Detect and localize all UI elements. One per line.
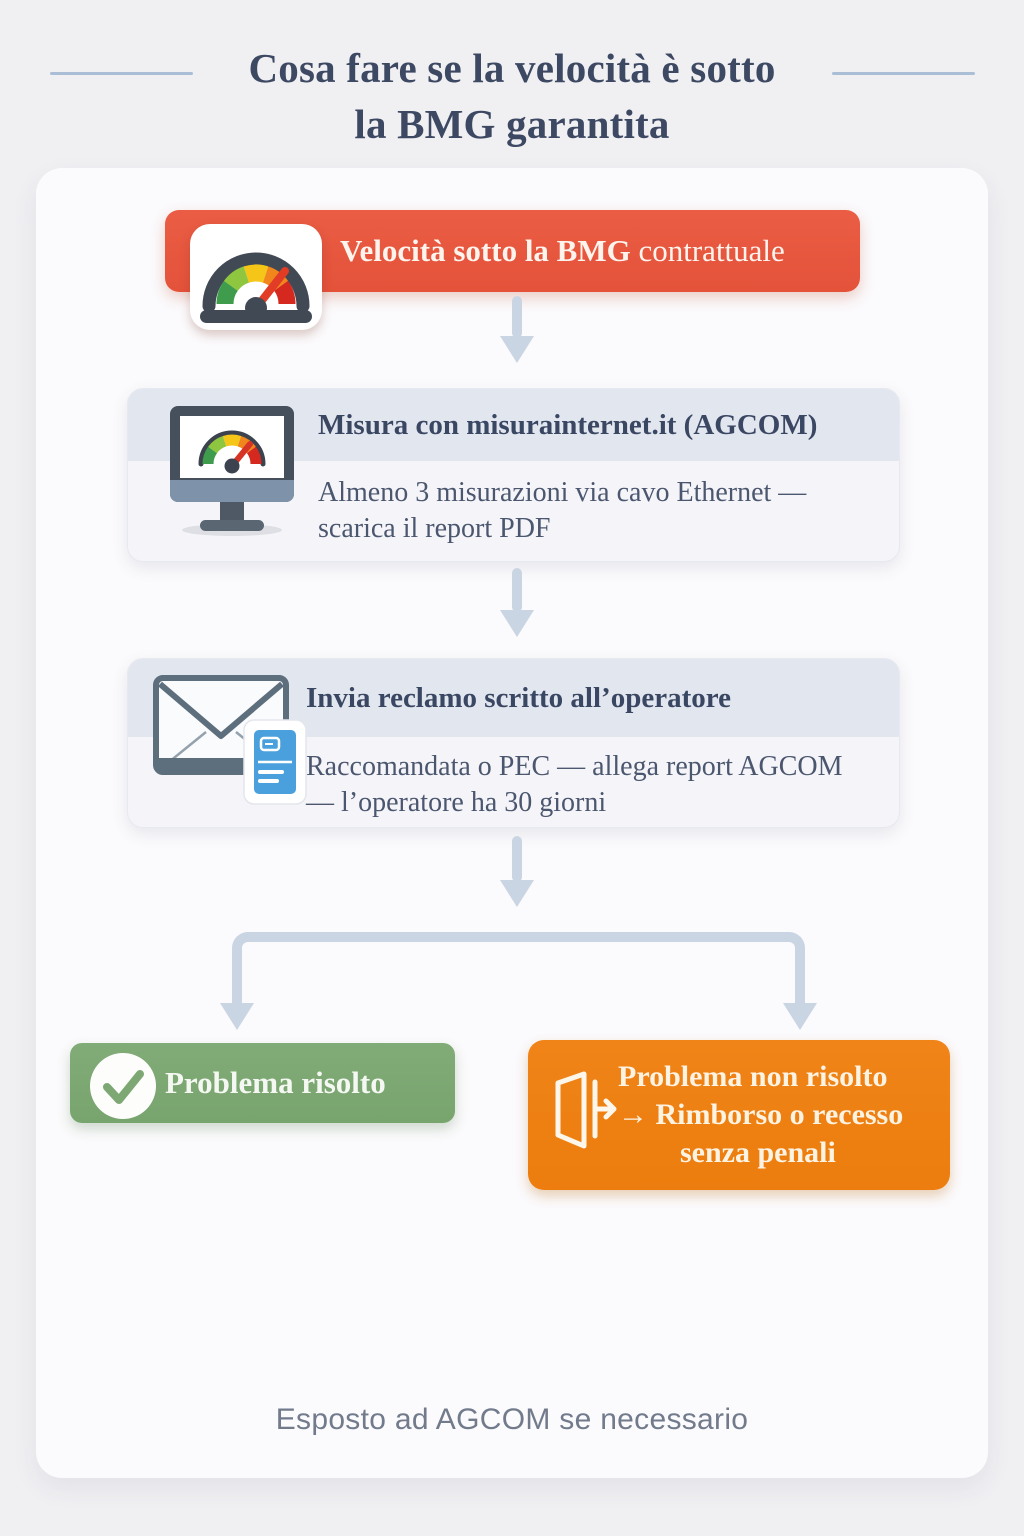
- step-card-complaint: Invia reclamo scritto all’operatore Racc…: [127, 658, 900, 828]
- step-body-line: scarica il report PDF: [318, 513, 551, 544]
- page-title-line2: la BMG garantita: [354, 101, 670, 147]
- outcome-unresolved-line3: senza penali: [680, 1136, 836, 1169]
- speedometer-icon: [190, 224, 322, 330]
- branch-connector: [232, 932, 805, 1004]
- monitor-speedtest-icon: [158, 400, 306, 543]
- envelope-document-icon: [152, 672, 337, 812]
- arrow-down-1-head: [500, 336, 534, 363]
- arrow-down-2-head: [500, 610, 534, 637]
- start-step-label-rest: contrattuale: [630, 233, 785, 268]
- outcome-unresolved-box: [528, 1040, 950, 1190]
- exit-door-icon: [546, 1068, 620, 1158]
- branch-arrow-left-head: [220, 1003, 254, 1030]
- step-body-line: — l’operatore ha 30 giorni: [306, 787, 607, 818]
- outcome-unresolved-line2: → Rimborso o recesso: [618, 1098, 904, 1131]
- step-card-complaint-header: Invia reclamo scritto all’operatore: [128, 659, 899, 737]
- arrow-down-1: [512, 296, 522, 338]
- arrow-down-3: [512, 836, 522, 882]
- outcome-unresolved-line1: Problema non risolto: [618, 1060, 888, 1093]
- step-card-measure-body: Almeno 3 misurazioni via cavo Ethernet —…: [128, 461, 899, 547]
- checkmark-circle-icon: [88, 1051, 158, 1121]
- step-card-complaint-body: Raccomandata o PEC — allega report AGCOM…: [128, 737, 899, 821]
- step-body-line: Raccomandata o PEC — allega report AGCOM: [306, 751, 843, 782]
- outcome-resolved-label: Problema risolto: [165, 1065, 386, 1100]
- step-body-line: Almeno 3 misurazioni via cavo Ethernet —: [318, 477, 807, 508]
- start-step-label-strong: Velocità sotto la BMG: [340, 233, 631, 268]
- title-divider-left: [50, 72, 193, 75]
- footer-note: Esposto ad AGCOM se necessario: [275, 1403, 749, 1436]
- step-title: Misura con misurainternet.it (AGCOM): [318, 409, 818, 441]
- outcome-unresolved-label: Problema non risolto → Rimborso o recess…: [618, 1058, 948, 1172]
- arrow-down-3-head: [500, 880, 534, 907]
- title-divider-right: [832, 72, 975, 75]
- start-step-label: Velocità sotto la BMG contrattuale: [340, 210, 785, 292]
- arrow-down-2: [512, 568, 522, 612]
- branch-arrow-right-head: [783, 1003, 817, 1030]
- page-title-line1: Cosa fare se la velocità è sotto: [248, 45, 776, 91]
- step-title: Invia reclamo scritto all’operatore: [306, 682, 731, 714]
